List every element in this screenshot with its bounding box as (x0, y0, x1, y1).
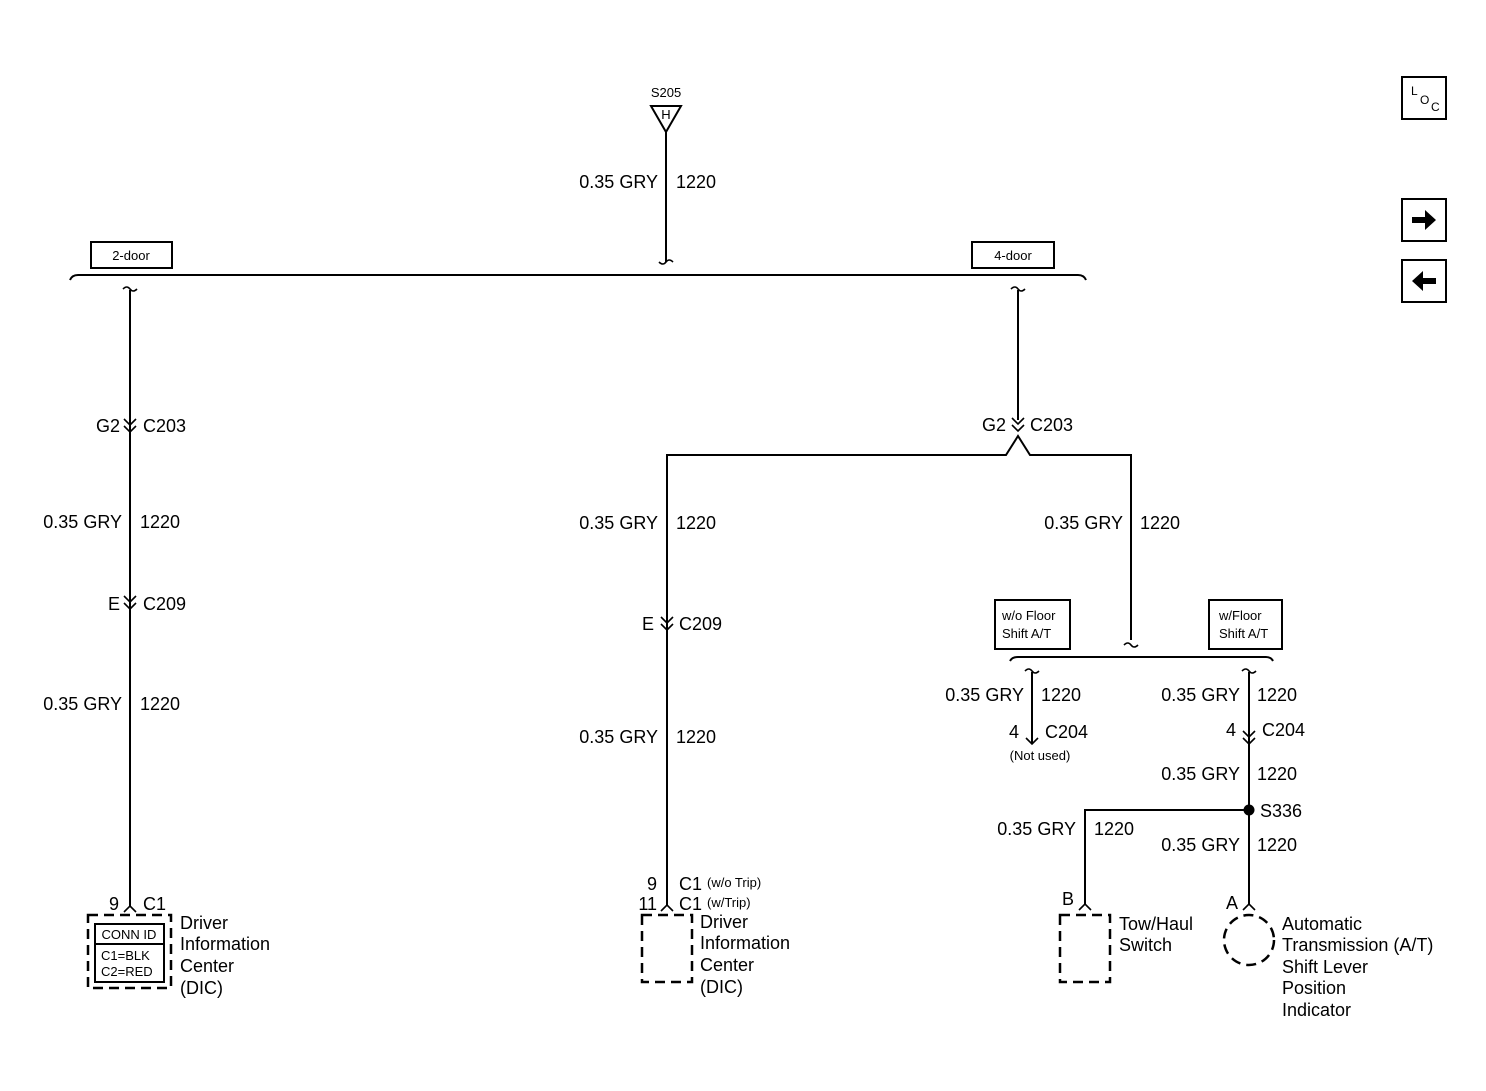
label-c204-not-used: C204 (1045, 722, 1088, 742)
connector-c209-left (123, 595, 137, 611)
wire-label-circuit: 1220 (140, 694, 180, 714)
label-c204: C204 (1262, 720, 1305, 740)
component-dic-left: CONN ID C1=BLK C2=RED Driver Information… (86, 913, 275, 998)
wire-label-gauge: 0.35 GRY (579, 513, 658, 533)
conn-id-label: CONN ID (102, 927, 157, 942)
component-dic-mid: Driver Information Center (DIC) (640, 912, 795, 997)
arrow-left-icon (1412, 271, 1436, 291)
wire-label-circuit: 1220 (676, 727, 716, 747)
option-2-door-label: 2-door (112, 248, 150, 263)
conn-id-c1: C1=BLK (101, 948, 150, 963)
wire-label-gauge: 0.35 GRY (579, 727, 658, 747)
wire-label-circuit: 1220 (140, 512, 180, 532)
loc-button[interactable]: L O C (1401, 76, 1447, 120)
shift-indicator-name: Automatic Transmission (A/T) Shift Lever… (1282, 914, 1438, 1020)
wire-label-gauge: 0.35 GRY (43, 694, 122, 714)
pin-g2-right: G2 (982, 415, 1006, 435)
component-tow-haul-switch: Tow/Haul Switch (1058, 913, 1198, 984)
wire-label-gauge: 0.35 GRY (1161, 835, 1240, 855)
connector-c209-mid (660, 616, 674, 632)
arrow-right-icon (1412, 210, 1436, 230)
label-wo-trip: (w/o Trip) (707, 875, 761, 890)
wire-label-circuit: 1220 (676, 513, 716, 533)
next-page-button[interactable] (1401, 198, 1447, 242)
pin-g2-left: G2 (96, 416, 120, 436)
connector-c204-not-used (1025, 737, 1039, 746)
pin-4-not-used: 4 (1009, 722, 1019, 742)
label-c209-mid: C209 (679, 614, 722, 634)
label-w-trip: (w/Trip) (707, 895, 751, 910)
splice-s205-letter: H (661, 107, 670, 122)
dic-mid-name: Driver Information Center (DIC) (700, 912, 795, 997)
option-box-wo-floor-shift: w/o Floor Shift A/T (994, 599, 1071, 650)
svg-text:C: C (1431, 100, 1440, 114)
pin-11-mid: 11 (638, 894, 657, 914)
label-c1-wo-trip: C1 (679, 874, 702, 894)
connector-c203-left (123, 418, 137, 434)
wire-label-gauge: 0.35 GRY (945, 685, 1024, 705)
connector-c204 (1242, 730, 1256, 746)
pin-e-mid: E (642, 614, 654, 634)
conn-id-c2: C2=RED (101, 964, 153, 979)
option-wo-floor-label: w/o Floor Shift A/T (1001, 608, 1059, 641)
pin-a: A (1226, 893, 1238, 913)
label-not-used: (Not used) (1010, 748, 1071, 763)
wire-label-circuit: 1220 (1257, 764, 1297, 784)
label-c1-w-trip: C1 (679, 894, 702, 914)
prev-page-button[interactable] (1401, 259, 1447, 303)
option-box-4-door: 4-door (971, 241, 1055, 269)
pin-b: B (1062, 889, 1074, 909)
connector-c203-right (1011, 417, 1025, 433)
loc-icon: L O C (1411, 84, 1440, 114)
option-box-2-door: 2-door (90, 241, 173, 269)
option-box-w-floor-shift: w/Floor Shift A/T (1208, 599, 1283, 650)
pin-e-left: E (108, 594, 120, 614)
wire-label-gauge: 0.35 GRY (579, 172, 658, 192)
label-c203-left: C203 (143, 416, 186, 436)
wire-label-circuit: 1220 (1140, 513, 1180, 533)
tow-haul-name: Tow/Haul Switch (1119, 914, 1198, 955)
option-bus (69, 274, 1087, 281)
wire-label-gauge: 0.35 GRY (1161, 685, 1240, 705)
pin-4: 4 (1226, 720, 1236, 740)
svg-text:L: L (1411, 84, 1418, 98)
wire-label-gauge: 0.35 GRY (997, 819, 1076, 839)
option-bus-floor (1009, 656, 1274, 662)
wire-split (666, 434, 1132, 875)
wire-label-circuit: 1220 (676, 172, 716, 192)
splice-s205-label: S205 (651, 85, 681, 100)
label-c1-left: C1 (143, 894, 166, 914)
wire-label-gauge: 0.35 GRY (1044, 513, 1123, 533)
option-w-floor-label: w/Floor Shift A/T (1218, 608, 1268, 641)
splice-s336-label: S336 (1260, 801, 1302, 821)
wire-label-circuit: 1220 (1041, 685, 1081, 705)
splice-s205: S205 H (649, 85, 683, 135)
dic-left-name: Driver Information Center (DIC) (180, 913, 275, 998)
wire-label-circuit: 1220 (1257, 685, 1297, 705)
wire-label-circuit: 1220 (1257, 835, 1297, 855)
svg-text:O: O (1420, 93, 1429, 107)
wire-label-gauge: 0.35 GRY (43, 512, 122, 532)
pin-9-mid: 9 (647, 874, 657, 894)
option-4-door-label: 4-door (994, 248, 1032, 263)
wire-label-circuit: 1220 (1094, 819, 1134, 839)
wire-label-gauge: 0.35 GRY (1161, 764, 1240, 784)
label-c203-right: C203 (1030, 415, 1073, 435)
wire-tow-haul (1084, 809, 1249, 897)
pin-9-left: 9 (109, 894, 119, 914)
label-c209-left: C209 (143, 594, 186, 614)
component-shift-lever-indicator: Automatic Transmission (A/T) Shift Lever… (1222, 913, 1438, 1020)
